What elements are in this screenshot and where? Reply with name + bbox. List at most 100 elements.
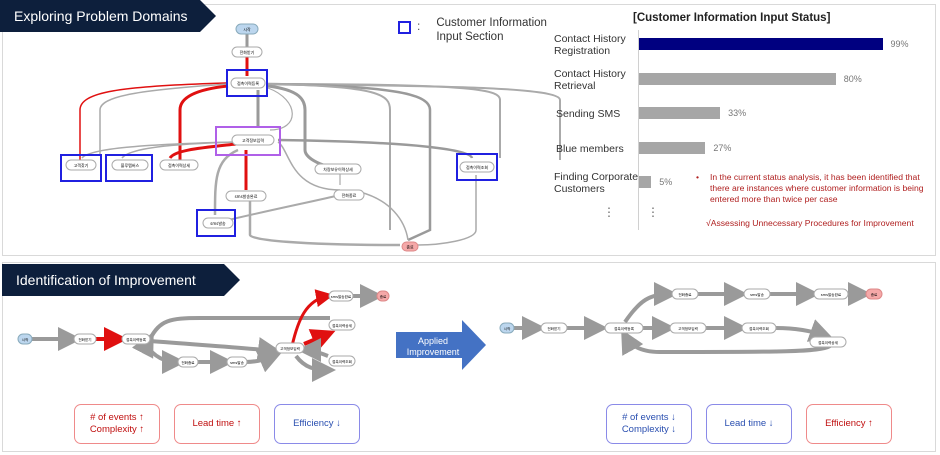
bar-value-label: 27% <box>713 142 732 153</box>
bar-category-label: Blue members <box>556 142 624 155</box>
edge <box>79 82 227 160</box>
bar-value-label: 5% <box>659 177 673 187</box>
svg-text:sms발송: sms발송 <box>230 360 245 365</box>
svg-text:전화받기: 전화받기 <box>547 326 560 331</box>
svg-text:접촉이력조회: 접촉이력조회 <box>466 164 488 170</box>
before-map-nodes: 시작 전화받기 접촉이력등록 전화종료 sms발송 고객정보입력 sms발송완료… <box>17 290 390 368</box>
metric-line: Lead time ↓ <box>724 418 774 429</box>
arrow-label: Applied Improvement <box>396 336 470 358</box>
input-section-box <box>226 69 268 97</box>
legend-colon: : <box>417 19 421 33</box>
edge <box>244 350 283 373</box>
node: 접촉이력상세 <box>159 159 199 171</box>
svg-text:종료: 종료 <box>871 293 878 297</box>
section-title-problem-domains: Exploring Problem Domains <box>0 0 216 32</box>
svg-text:블루멤버스: 블루멤버스 <box>121 162 140 168</box>
edge <box>621 329 832 356</box>
note-bullet: • <box>696 172 700 182</box>
bar-value-label: 80% <box>843 73 862 84</box>
node: 고객정보입력 <box>275 342 305 354</box>
node-start: 시작 <box>17 333 33 345</box>
metric-line: Complexity ↓ <box>621 424 677 435</box>
node: 접촉이력조회 <box>328 355 356 367</box>
edge <box>99 83 229 155</box>
node-end: 종료 <box>865 288 883 300</box>
node: 고객찾기 <box>65 159 97 171</box>
edge <box>303 329 336 352</box>
metric-events-complexity-before: # of events ↑Complexity ↑ <box>74 404 160 444</box>
metric-line: # of events ↓ <box>622 412 676 423</box>
svg-text:고객정보입력: 고객정보입력 <box>242 137 264 143</box>
customer-input-highlights <box>60 69 498 237</box>
node: 전화종료 <box>671 288 699 300</box>
svg-text:차량보유이력상세: 차량보유이력상세 <box>323 166 353 172</box>
node: 전화받기 <box>540 322 568 334</box>
legend: : Customer Information Input Section <box>398 16 547 44</box>
arrow-label-line: Applied <box>417 336 449 346</box>
metric-line: Efficiency ↑ <box>825 418 873 429</box>
node: 접촉이력상세 <box>328 319 356 331</box>
node: 접촉이력등록 <box>604 322 644 334</box>
node-start: 시작 <box>499 322 515 334</box>
bar-ellipsis: ⋮ <box>647 205 659 219</box>
edge <box>149 337 282 361</box>
node: 전화받기 <box>73 333 97 345</box>
metric-events-complexity-after: # of events ↓Complexity ↓ <box>606 404 692 444</box>
edge <box>142 341 186 374</box>
svg-text:접촉이력상세: 접촉이력상세 <box>168 162 190 168</box>
svg-text:고객찾기: 고객찾기 <box>74 162 89 168</box>
input-section-box <box>105 154 153 182</box>
top-map-edges <box>79 34 561 247</box>
edge <box>267 83 391 230</box>
legend-text-line: Input Section <box>436 31 504 43</box>
input-section-box <box>456 153 498 181</box>
chart-title: [Customer Information Input Status] <box>633 12 831 24</box>
svg-text:sms발송완료: sms발송완료 <box>235 193 258 199</box>
applied-improvement-arrow: Applied Improvement <box>396 320 488 375</box>
node: 접촉이력상세 <box>809 336 847 348</box>
edge <box>417 175 477 246</box>
svg-text:sms발송완료: sms발송완료 <box>821 292 842 297</box>
edge <box>359 191 409 241</box>
chart-axis <box>638 30 639 230</box>
svg-text:종료: 종료 <box>406 245 414 250</box>
metric-line: Efficiency ↓ <box>293 418 341 429</box>
svg-text:시작: 시작 <box>243 26 251 32</box>
edge <box>297 338 329 363</box>
metric-line: Lead time ↑ <box>192 418 242 429</box>
svg-text:고객정보입력: 고객정보입력 <box>678 326 698 331</box>
edge <box>248 200 401 247</box>
svg-text:전화받기: 전화받기 <box>240 49 255 55</box>
node: 전화받기 <box>231 46 263 58</box>
edge <box>290 289 334 347</box>
svg-text:종료: 종료 <box>380 295 387 299</box>
svg-text:sms발송완료: sms발송완료 <box>331 294 352 299</box>
metric-lead-time-after: Lead time ↓ <box>706 404 792 444</box>
node: 고객정보입력 <box>231 134 275 146</box>
bar <box>639 141 706 154</box>
bar-value-label: 33% <box>728 108 747 118</box>
node: sms발송완료 <box>813 288 849 300</box>
svg-text:시작: 시작 <box>504 326 511 331</box>
edge <box>267 82 432 242</box>
svg-text:전화종료: 전화종료 <box>678 292 692 297</box>
svg-text:sms발송: sms발송 <box>750 292 765 297</box>
edge <box>131 316 330 359</box>
bar-value-label: 99% <box>890 39 909 49</box>
svg-text:접촉이력조회: 접촉이력조회 <box>332 359 352 364</box>
edge <box>623 282 678 324</box>
before-map-edges <box>32 284 384 382</box>
edge <box>178 84 229 160</box>
bar-category-label: Sending SMS <box>556 108 621 120</box>
metric-line: # of events ↑ <box>90 412 144 423</box>
svg-text:고객정보입력: 고객정보입력 <box>280 346 300 351</box>
note-text: In the current status analysis, it has b… <box>710 172 924 204</box>
edge <box>219 194 341 223</box>
edge <box>168 142 237 160</box>
svg-text:접촉이력상세: 접촉이력상세 <box>818 340 838 345</box>
legend-blue-box-icon <box>398 21 411 34</box>
svg-text:시작: 시작 <box>22 337 29 342</box>
node: sms발송완료 <box>225 190 267 202</box>
